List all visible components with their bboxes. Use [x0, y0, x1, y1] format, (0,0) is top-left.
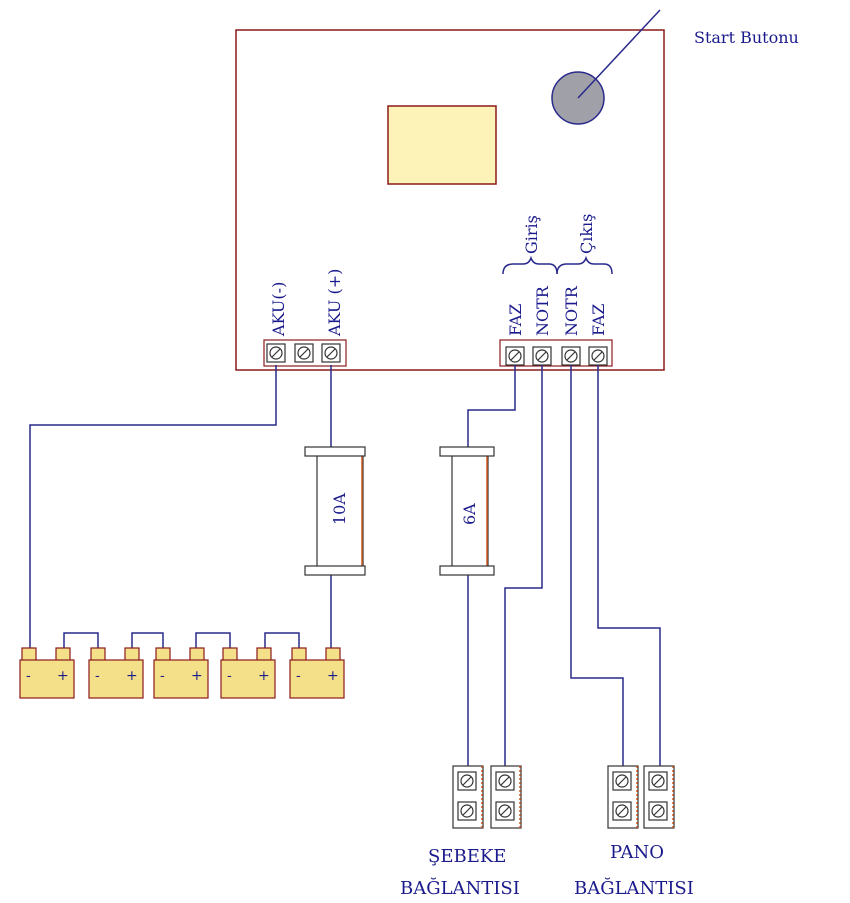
battery-2-minus: - — [95, 668, 100, 684]
pano-label-line1: PANO — [610, 842, 664, 863]
battery-3-minus: - — [160, 668, 165, 684]
aku-minus-screw — [266, 343, 286, 363]
fuse-10a — [304, 446, 366, 576]
cikis-brace — [556, 255, 613, 275]
battery-3-plus: + — [191, 668, 203, 684]
giris-notr-screw — [532, 346, 552, 366]
pano-terminal-faz — [643, 765, 675, 829]
battery-5-minus: - — [296, 668, 301, 684]
battery-1-plus: + — [57, 668, 69, 684]
battery-link-1 — [63, 632, 99, 650]
aku-plus-screw — [321, 343, 341, 363]
wire-cikis-faz — [597, 365, 661, 768]
start-button-leader — [577, 9, 661, 99]
battery-1-minus: - — [26, 668, 31, 684]
sebeke-terminal-faz — [452, 765, 484, 829]
giris-label: Giriş — [522, 215, 541, 254]
giris-notr-label: NOTR — [533, 285, 552, 336]
wire-giris-faz — [467, 365, 516, 450]
cikis-notr-label: NOTR — [562, 285, 581, 336]
battery-2-plus: + — [126, 668, 138, 684]
giris-faz-label: FAZ — [506, 304, 525, 336]
pano-terminal-notr — [607, 765, 639, 829]
fuse-6a-label: 6A — [460, 503, 479, 525]
cikis-label: Çıkış — [577, 214, 596, 254]
io-terminal-block — [499, 339, 613, 367]
cikis-notr-screw — [561, 346, 581, 366]
battery-link-3 — [195, 632, 231, 650]
battery-bank — [19, 647, 345, 699]
pano-label-line2: BAĞLANTISI — [574, 876, 694, 899]
start-button-label: Start Butonu — [694, 28, 799, 47]
giris-faz-screw — [505, 346, 525, 366]
display-panel — [387, 105, 497, 185]
cikis-faz-screw — [588, 346, 608, 366]
sebeke-label-line1: ŞEBEKE — [428, 846, 506, 867]
wire-cikis-notr — [570, 365, 624, 768]
aku-terminal-block — [263, 339, 347, 367]
fuse-6a — [439, 446, 495, 576]
sebeke-label-line2: BAĞLANTISI — [400, 876, 520, 899]
sebeke-terminal-notr — [490, 765, 522, 829]
battery-link-4 — [264, 632, 300, 650]
battery-5-plus: + — [327, 668, 339, 684]
aku-mid-screw — [294, 343, 314, 363]
cikis-faz-label: FAZ — [589, 304, 608, 336]
battery-4 — [220, 647, 276, 699]
wire-giris-notr — [504, 365, 543, 768]
battery-1 — [19, 647, 75, 699]
battery-3 — [153, 647, 209, 699]
giris-brace — [502, 255, 558, 275]
battery-4-minus: - — [227, 668, 232, 684]
fuse-10a-label: 10A — [330, 493, 349, 525]
battery-link-2 — [131, 632, 164, 650]
battery-2 — [88, 647, 144, 699]
battery-5 — [289, 647, 345, 699]
wire-aku-minus — [29, 365, 277, 650]
aku-plus-label: AKU (+) — [325, 269, 344, 337]
battery-4-plus: + — [258, 668, 270, 684]
aku-minus-label: AKU(-) — [269, 282, 288, 337]
